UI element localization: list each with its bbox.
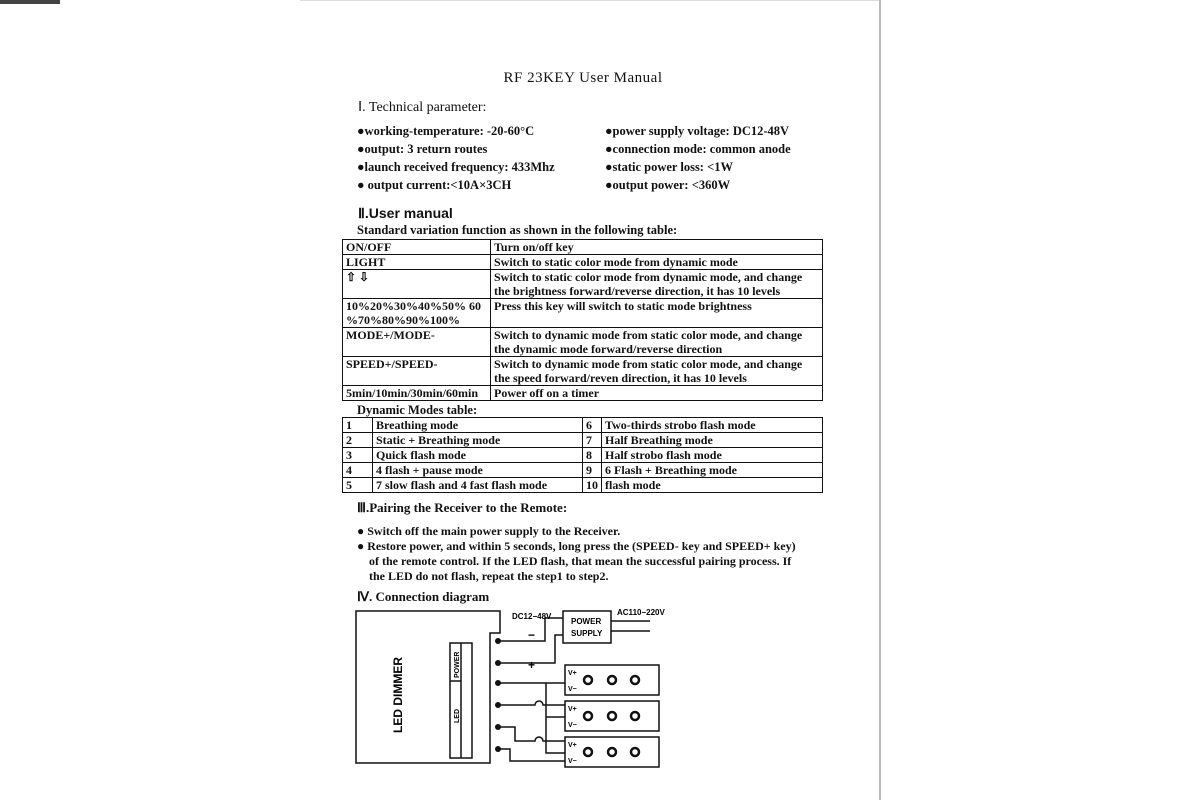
mode-number: 3 <box>342 447 373 463</box>
function-row: 10%20%30%40%50% 60 %70%80%90%100%Press t… <box>342 298 823 328</box>
section2-heading: Ⅱ.User manual <box>358 205 453 221</box>
function-row: ⇧ ⇩Switch to static color mode from dyna… <box>342 269 823 299</box>
pairing-step2: ● Restore power, and within 5 seconds, l… <box>357 539 796 553</box>
mode-number: 2 <box>342 432 373 448</box>
mode-name: 7 slow flash and 4 fast flash mode <box>372 477 583 493</box>
function-key: 5min/10min/30min/60min <box>342 385 491 401</box>
function-key: LIGHT <box>342 254 491 270</box>
mode-name: Breathing mode <box>372 417 583 433</box>
mode-name: Two-thirds strobo flash mode <box>601 417 823 433</box>
function-key: ON/OFF <box>342 239 491 255</box>
scan-smudge <box>0 0 60 4</box>
strip1-vplus: V+ <box>568 670 577 677</box>
function-desc: Switch to dynamic mode from static color… <box>490 327 823 357</box>
function-desc: Turn on/off key <box>490 239 823 255</box>
minus-label: − <box>528 628 535 642</box>
mode-name: Quick flash mode <box>372 447 583 463</box>
mode-name: 6 Flash + Breathing mode <box>601 462 823 478</box>
strip3-vplus: V+ <box>568 742 577 749</box>
function-row: MODE+/MODE-Switch to dynamic mode from s… <box>342 327 823 357</box>
ps-label-2: SUPPLY <box>571 629 603 638</box>
dimmer-outline <box>355 610 501 764</box>
function-key: ⇧ ⇩ <box>342 269 491 299</box>
param-right-0: ●power supply voltage: DC12-48V <box>605 124 790 138</box>
modes-table-title: Dynamic Modes table: <box>357 403 478 417</box>
function-desc: Switch to dynamic mode from static color… <box>490 356 823 386</box>
param-left-0: ●working-temperature: -20-60°C <box>357 124 535 138</box>
function-key: SPEED+/SPEED- <box>342 356 491 386</box>
function-table-intro: Standard variation function as shown in … <box>357 223 678 237</box>
pairing-step1: ● Switch off the main power supply to th… <box>357 524 621 538</box>
param-left-1: ●output: 3 return routes <box>357 142 488 156</box>
function-desc: Switch to static color mode from dynamic… <box>490 269 823 299</box>
mode-number: 10 <box>582 477 602 493</box>
section3-heading: Ⅲ.Pairing the Receiver to the Remote: <box>357 500 568 515</box>
function-key: 10%20%30%40%50% 60 %70%80%90%100% <box>342 298 491 328</box>
ps-label-1: POWER <box>571 617 601 626</box>
dimmer-label: LED DIMMER <box>391 657 405 733</box>
section1-heading: Ⅰ. Technical parameter: <box>358 100 487 115</box>
function-desc: Power off on a timer <box>490 385 823 401</box>
mode-name: 4 flash + pause mode <box>372 462 583 478</box>
document-title: RF 23KEY User Manual <box>503 70 663 86</box>
mode-name: Half Breathing mode <box>601 432 823 448</box>
param-right-1: ●connection mode: common anode <box>605 142 791 156</box>
mode-name: Half strobo flash mode <box>601 447 823 463</box>
param-right-3: ●output power: <360W <box>605 178 731 192</box>
page-edge-right <box>879 0 881 800</box>
pairing-step2-cont2: the LED do not flash, repeat the step1 t… <box>369 569 609 583</box>
mode-name: Static + Breathing mode <box>372 432 583 448</box>
plus-label: + <box>528 658 535 672</box>
function-row: SPEED+/SPEED-Switch to dynamic mode from… <box>342 356 823 386</box>
section4-heading: Ⅳ. Connection diagram <box>357 589 490 604</box>
strip1-vminus: V− <box>568 686 577 693</box>
power-label: POWER <box>454 652 461 678</box>
mode-number: 8 <box>582 447 602 463</box>
mode-number: 9 <box>582 462 602 478</box>
strip3-vminus: V− <box>568 758 577 765</box>
param-left-3: ● output current:<10A×3CH <box>357 178 512 192</box>
mode-number: 5 <box>342 477 373 493</box>
mode-number: 7 <box>582 432 602 448</box>
mode-number: 6 <box>582 417 602 433</box>
pairing-step2-cont: of the remote control. If the LED flash,… <box>369 554 792 568</box>
function-key: MODE+/MODE- <box>342 327 491 357</box>
ac-label: AC110−220V <box>617 608 665 617</box>
function-desc: Switch to static color mode from dynamic… <box>490 254 823 270</box>
connection-diagram: DC12−48V AC110−220V POWER SUPPLY − + LED… <box>355 608 665 768</box>
dc-label: DC12−48V <box>512 612 552 621</box>
page-edge-top <box>300 0 880 1</box>
led-label: LED <box>454 709 461 723</box>
param-right-2: ●static power loss: <1W <box>605 160 733 174</box>
mode-number: 1 <box>342 417 373 433</box>
strip2-vminus: V− <box>568 722 577 729</box>
param-left-2: ●launch received frequency: 433Mhz <box>357 160 555 174</box>
mode-number: 4 <box>342 462 373 478</box>
strip2-vplus: V+ <box>568 706 577 713</box>
function-desc: Press this key will switch to static mod… <box>490 298 823 328</box>
power-supply-box <box>562 610 612 644</box>
mode-name: flash mode <box>601 477 823 493</box>
